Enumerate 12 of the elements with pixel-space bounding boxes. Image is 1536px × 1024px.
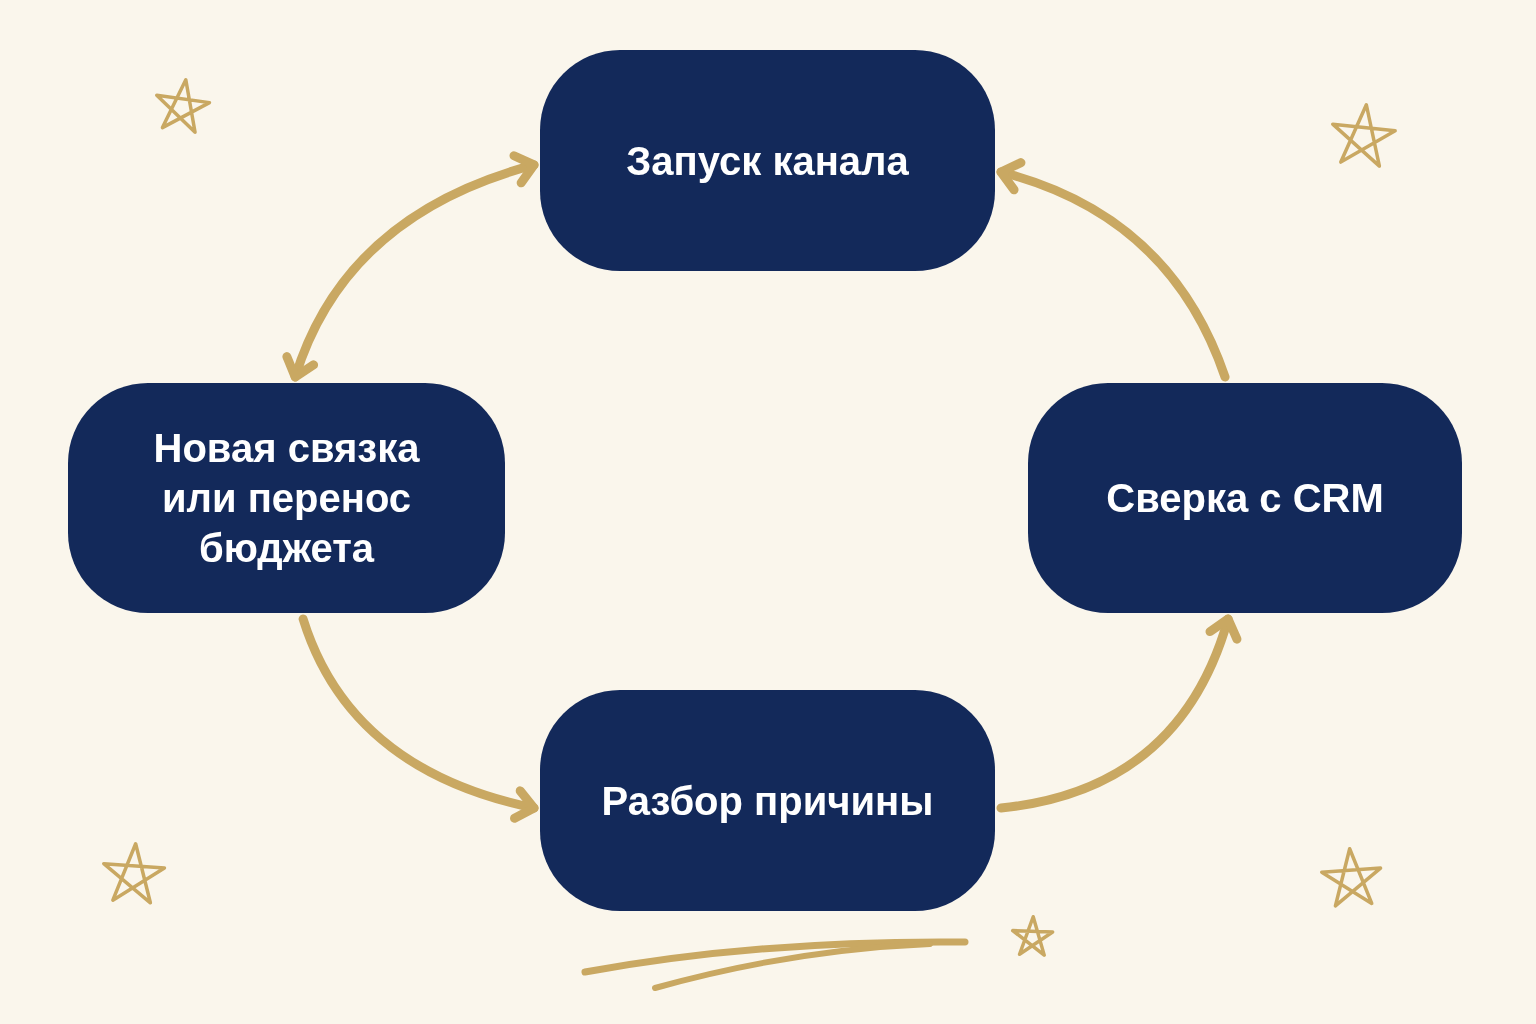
curved-arrow bbox=[298, 614, 539, 823]
curved-arrow bbox=[996, 614, 1241, 813]
box-label: Разбор причины bbox=[601, 777, 934, 825]
curved-arrow bbox=[283, 151, 539, 382]
curved-arrow bbox=[996, 158, 1230, 382]
rounded-box bbox=[68, 383, 505, 613]
rounded-box bbox=[540, 50, 995, 271]
rounded-box bbox=[1028, 383, 1462, 613]
box-label: Запуск канала bbox=[626, 137, 909, 185]
box-label: Новая связка или перенос бюджета bbox=[152, 425, 421, 572]
box-label: Сверка с CRM bbox=[1106, 475, 1384, 522]
rounded-box bbox=[540, 690, 995, 911]
